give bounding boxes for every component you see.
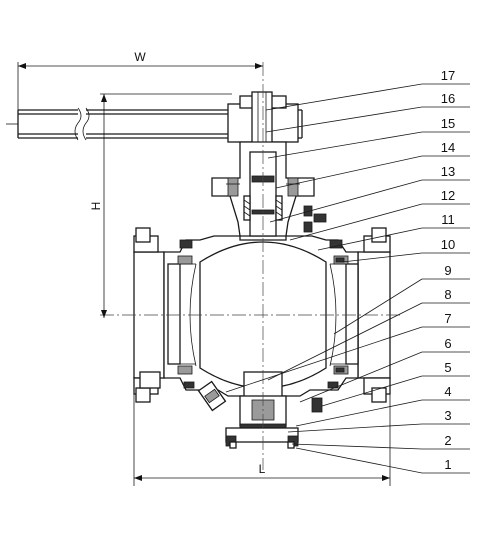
part-number-8: 8 (444, 287, 451, 302)
callout-leader-11 (317, 227, 423, 251)
part-number-9: 9 (444, 263, 451, 278)
part-number-7: 7 (444, 311, 451, 326)
callout-leader-15 (267, 131, 423, 159)
part-number-12: 12 (441, 188, 455, 203)
callout-leader-13 (269, 179, 423, 223)
callout-leader-2 (291, 443, 423, 450)
centerlines (100, 62, 400, 470)
part-number-6: 6 (444, 336, 451, 351)
part-number-5: 5 (444, 360, 451, 375)
part-number-2: 2 (444, 433, 451, 448)
part-number-1: 1 (444, 457, 451, 472)
part-number-14: 14 (441, 140, 455, 155)
dimension-w-label: W (134, 50, 146, 64)
callout-leader-7 (225, 326, 423, 393)
part-number-16: 16 (441, 91, 455, 106)
callout-leader-12 (289, 203, 423, 241)
bonnet (211, 141, 327, 237)
callout-leader-1 (295, 447, 423, 474)
part-number-17: 17 (441, 68, 455, 83)
callout-leader-6 (299, 351, 423, 403)
callout-leader-14 (275, 155, 423, 189)
callout-leader-5 (321, 375, 423, 407)
part-number-4: 4 (444, 384, 451, 399)
part-number-10: 10 (441, 237, 455, 252)
drain-plug (197, 380, 227, 412)
part-callouts: 17 16 15 14 13 12 11 10 9 8 7 6 5 4 3 2 1 (225, 68, 470, 474)
part-number-13: 13 (441, 164, 455, 179)
callout-leader-10 (341, 252, 423, 263)
dimension-l-label: L (259, 462, 266, 476)
part-number-3: 3 (444, 408, 451, 423)
dimension-l: L (133, 394, 391, 486)
callout-leader-4 (295, 399, 423, 427)
callout-leader-16 (265, 106, 423, 133)
part-number-15: 15 (441, 116, 455, 131)
part-number-11: 11 (441, 212, 455, 227)
dimension-w: W (17, 50, 263, 110)
callout-leader-3 (287, 423, 423, 433)
callout-leader-9 (333, 278, 423, 335)
callout-leader-8 (267, 302, 423, 381)
dimension-h: H (89, 93, 232, 318)
dimension-h-label: H (89, 202, 103, 211)
callout-leader-17 (265, 83, 423, 111)
